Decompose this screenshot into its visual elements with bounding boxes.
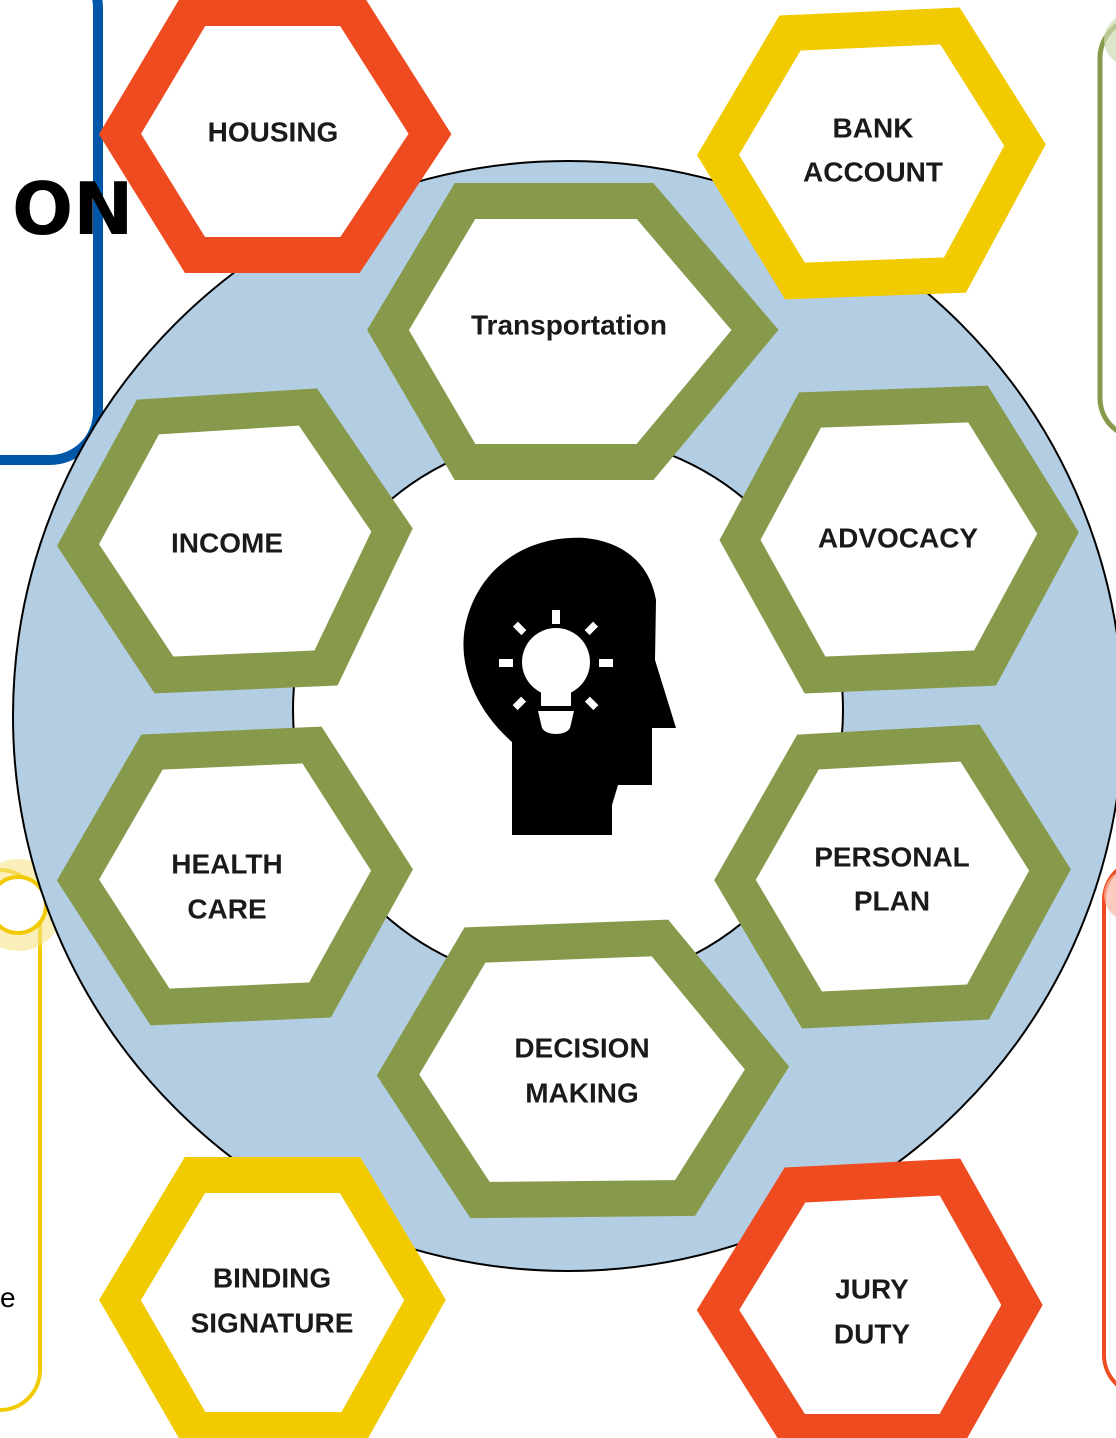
hex-personal-plan: PERSONAL PLAN bbox=[714, 724, 1071, 1029]
hex-health-care: HEALTH CARE bbox=[56, 726, 413, 1026]
hex-binding-label-1: BINDING bbox=[213, 1262, 331, 1293]
hex-decision-label-2: MAKING bbox=[525, 1077, 639, 1108]
head-lightbulb-icon bbox=[463, 537, 676, 835]
hex-income: INCOME bbox=[57, 388, 413, 694]
hex-binding-signature: BINDING SIGNATURE bbox=[99, 1157, 446, 1438]
hex-bank-label-2: ACCOUNT bbox=[803, 156, 943, 187]
hex-jury-label-2: DUTY bbox=[834, 1318, 911, 1349]
hex-personal-label-2: PLAN bbox=[854, 885, 930, 916]
hex-housing: HOUSING bbox=[98, 0, 452, 273]
hex-binding-label-2: SIGNATURE bbox=[191, 1307, 354, 1338]
hex-transportation-label: Transportation bbox=[471, 309, 667, 340]
left-bottom-panel-fragment: e bbox=[0, 1282, 16, 1313]
hex-bank-account: BANK ACCOUNT bbox=[697, 7, 1046, 300]
hex-transportation: Transportation bbox=[367, 183, 779, 480]
hex-health-label-1: HEALTH bbox=[171, 848, 282, 879]
hex-decision-label-1: DECISION bbox=[514, 1032, 649, 1063]
hex-health-label-2: CARE bbox=[187, 893, 266, 924]
hex-jury-label-1: JURY bbox=[835, 1273, 909, 1304]
hex-personal-label-1: PERSONAL bbox=[814, 841, 970, 872]
hex-decision-making: DECISION MAKING bbox=[376, 919, 790, 1219]
hex-advocacy: ADVOCACY bbox=[719, 385, 1079, 694]
left-top-panel-fragment: ON bbox=[12, 167, 133, 251]
hex-income-label: INCOME bbox=[171, 527, 283, 558]
left-top-panel: ON bbox=[0, 0, 133, 465]
hex-bank-label-1: BANK bbox=[833, 112, 914, 143]
right-top-panel bbox=[1097, 18, 1116, 434]
right-bottom-panel bbox=[1102, 868, 1116, 1387]
left-bottom-panel: e bbox=[0, 859, 64, 1412]
hex-advocacy-label: ADVOCACY bbox=[818, 522, 979, 553]
hex-housing-label: HOUSING bbox=[208, 116, 339, 147]
hex-jury-duty: JURY DUTY bbox=[696, 1158, 1043, 1438]
